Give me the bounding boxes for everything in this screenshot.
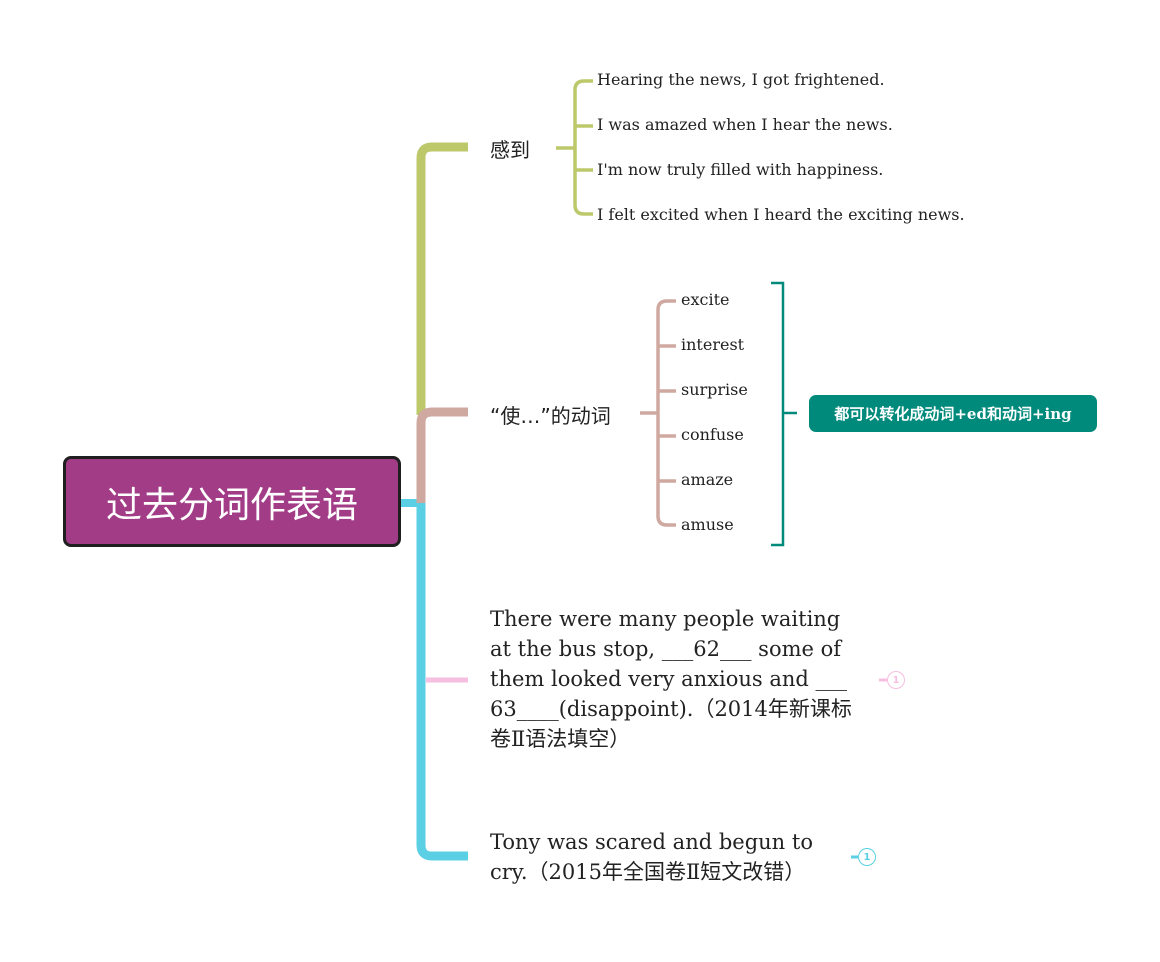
note-count-badge-text: 1 [892,674,900,686]
summary-bracket [771,281,797,547]
branch-label-causative-verbs[interactable]: “使…”的动词 [490,404,611,428]
branch-label-feel[interactable]: 感到 [490,138,530,162]
summary-label: 都可以转化成动词+ed和动词+ing [834,405,1072,423]
summary-topic[interactable]: 都可以转化成动词+ed和动词+ing [809,395,1097,432]
sub-brace-rose [640,299,676,527]
root-topic-label: 过去分词作表语 [105,484,358,526]
leaf-sentence[interactable]: I'm now truly filled with happiness. [597,160,884,179]
sub-brace-green [556,79,593,216]
leaf-sentence[interactable]: I felt excited when I heard the exciting… [597,205,965,224]
note-count-badge-text: 1 [863,851,871,863]
leaf-verb[interactable]: amuse [681,515,734,534]
leaf-verb[interactable]: interest [681,335,745,354]
leaf-verb[interactable]: excite [681,290,730,309]
note-count-badge[interactable]: 1 [858,848,876,866]
leaf-verb[interactable]: surprise [681,380,748,399]
leaf-verb[interactable]: confuse [681,425,744,444]
note-count-badge[interactable]: 1 [887,671,905,689]
branch-example-2015[interactable]: Tony was scared and begun to cry.（2015年全… [490,830,813,884]
trunk-connector-rose [416,407,468,503]
leaf-verb[interactable]: amaze [681,470,734,489]
trunk-connector-green [416,142,468,415]
leaf-sentence[interactable]: I was amazed when I hear the news. [597,115,893,134]
leaf-sentence[interactable]: Hearing the news, I got frightened. [597,70,885,89]
trunk-connector-cyan [416,503,468,861]
branch-example-2014[interactable]: There were many people waiting at the bu… [490,607,852,751]
root-topic[interactable]: 过去分词作表语 [63,456,401,547]
